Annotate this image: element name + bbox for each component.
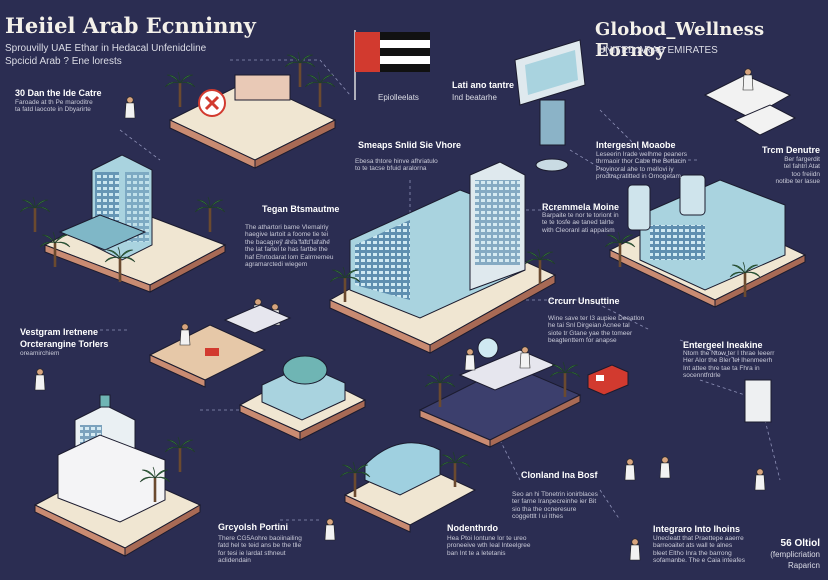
clinic-block-top bbox=[164, 51, 337, 169]
label-6-head: Trcm Denutre bbox=[761, 145, 820, 155]
label-13-head: Integraro Into Ihoins bbox=[653, 524, 740, 534]
title-right: Globod_Wellness Eornoy bbox=[595, 19, 765, 61]
patient-figure-bottom bbox=[629, 538, 641, 561]
flag-icon bbox=[354, 30, 430, 100]
label-12-head: Nodenthrdo bbox=[447, 523, 498, 533]
flag-label-a: Epiolleelats bbox=[378, 93, 419, 102]
label-8-head: Vestgram Iretnene bbox=[20, 327, 99, 337]
hospital-building-left bbox=[19, 154, 227, 293]
patient-figure-icon bbox=[742, 68, 754, 91]
label-3-head: Smeaps Snlid Sie Vhore bbox=[358, 140, 462, 150]
flag-label-head: Lati ano tantre bbox=[452, 80, 515, 90]
label-6-body: Ber fargerdit tel fahtrl Atat too freiid… bbox=[775, 156, 820, 186]
label-14-head: 56 Oltiol bbox=[780, 538, 820, 549]
label-9-body: Ntom the Ntow ter I thrae Ieeerr Her Alo… bbox=[683, 350, 775, 380]
label-8-body: oreamirchiem bbox=[20, 350, 60, 357]
label-1-head: 30 Dan the Ide Catre bbox=[15, 88, 102, 98]
label-7-head: Crcurr Unsuttine bbox=[548, 296, 620, 306]
flag-label-b: Ind beatarhe bbox=[452, 93, 497, 102]
dome-building-icon bbox=[238, 355, 367, 441]
label-1-body: Faroade at th Pe maroditre ta fatd laoco… bbox=[15, 99, 93, 114]
subtitle-right: UNITED ARAB EMIRATES bbox=[598, 45, 718, 56]
central-hospital bbox=[328, 161, 557, 354]
label-3-body: Ebesa thtore hinve afhriatulo to te tacs… bbox=[355, 158, 438, 173]
greenhouse-building bbox=[339, 442, 477, 533]
lab-table-scene bbox=[418, 337, 582, 448]
laboratory-icon bbox=[604, 174, 807, 308]
label-4-body: Barpaite te nor te toriont in te te tosf… bbox=[542, 212, 619, 234]
arab-figure-1 bbox=[624, 458, 636, 481]
label-13-body: Unecleatt that Praettepe aaerre barreoai… bbox=[653, 535, 746, 565]
consultation-scene-left bbox=[148, 298, 292, 388]
label-14-sub: (femplicriation bbox=[770, 550, 820, 559]
label-9-head: Entergeel Ineakine bbox=[683, 340, 763, 350]
subtitle-left-1: Sprouvilly UAE Ethar in Hedacal Unfenidc… bbox=[5, 43, 207, 54]
label-14-sub-2: Raparicn bbox=[787, 561, 820, 570]
ambulance-icon bbox=[587, 364, 629, 396]
label-11-head: Clonland Ina Bosf bbox=[521, 470, 598, 480]
label-11-body: Seo an hi Tbnetrin ionirblaces ter farne… bbox=[512, 491, 598, 521]
patient-figure-left bbox=[34, 368, 46, 391]
label-2-body: The athartori bame Vlemalriy haegive lar… bbox=[245, 224, 334, 269]
label-7-body: Wine save ter I3 aupiee Deeatlon he tai … bbox=[548, 315, 645, 345]
label-5-head: Intergesnl Moaobe bbox=[596, 140, 676, 150]
label-12-body: Hea Ptoi Iontune lor te ureo proneeive w… bbox=[447, 535, 531, 557]
doctor-figure-icon bbox=[124, 96, 136, 119]
label-8-head-2: Orcterangine Torlers bbox=[20, 339, 109, 349]
title-left: Heiiel Arab Ecnninny bbox=[5, 13, 256, 38]
hospital-tower-left bbox=[33, 394, 202, 557]
patient-figure-right bbox=[754, 468, 766, 491]
patient-scene-top-right bbox=[703, 68, 797, 136]
label-10-head: Grcyolsh Portini bbox=[218, 522, 289, 532]
device-icon bbox=[744, 379, 772, 423]
billboard-icon bbox=[514, 39, 586, 172]
label-2-head: Tegan Btsmautme bbox=[262, 204, 340, 214]
subtitle-left-2: Spcicid Arab ? Ene lorests bbox=[5, 56, 122, 67]
label-4-head: Rcremmela Moine bbox=[542, 202, 620, 212]
label-10-body: There CG5Aohre baoiinailing fatd hel te … bbox=[218, 535, 302, 565]
connector-lines bbox=[100, 59, 781, 521]
label-5-body: Leseerin Irade welhme peaners thrmaoir t… bbox=[596, 151, 688, 181]
doctor-figure-bottom bbox=[324, 518, 336, 541]
arab-figure-2 bbox=[659, 456, 671, 479]
